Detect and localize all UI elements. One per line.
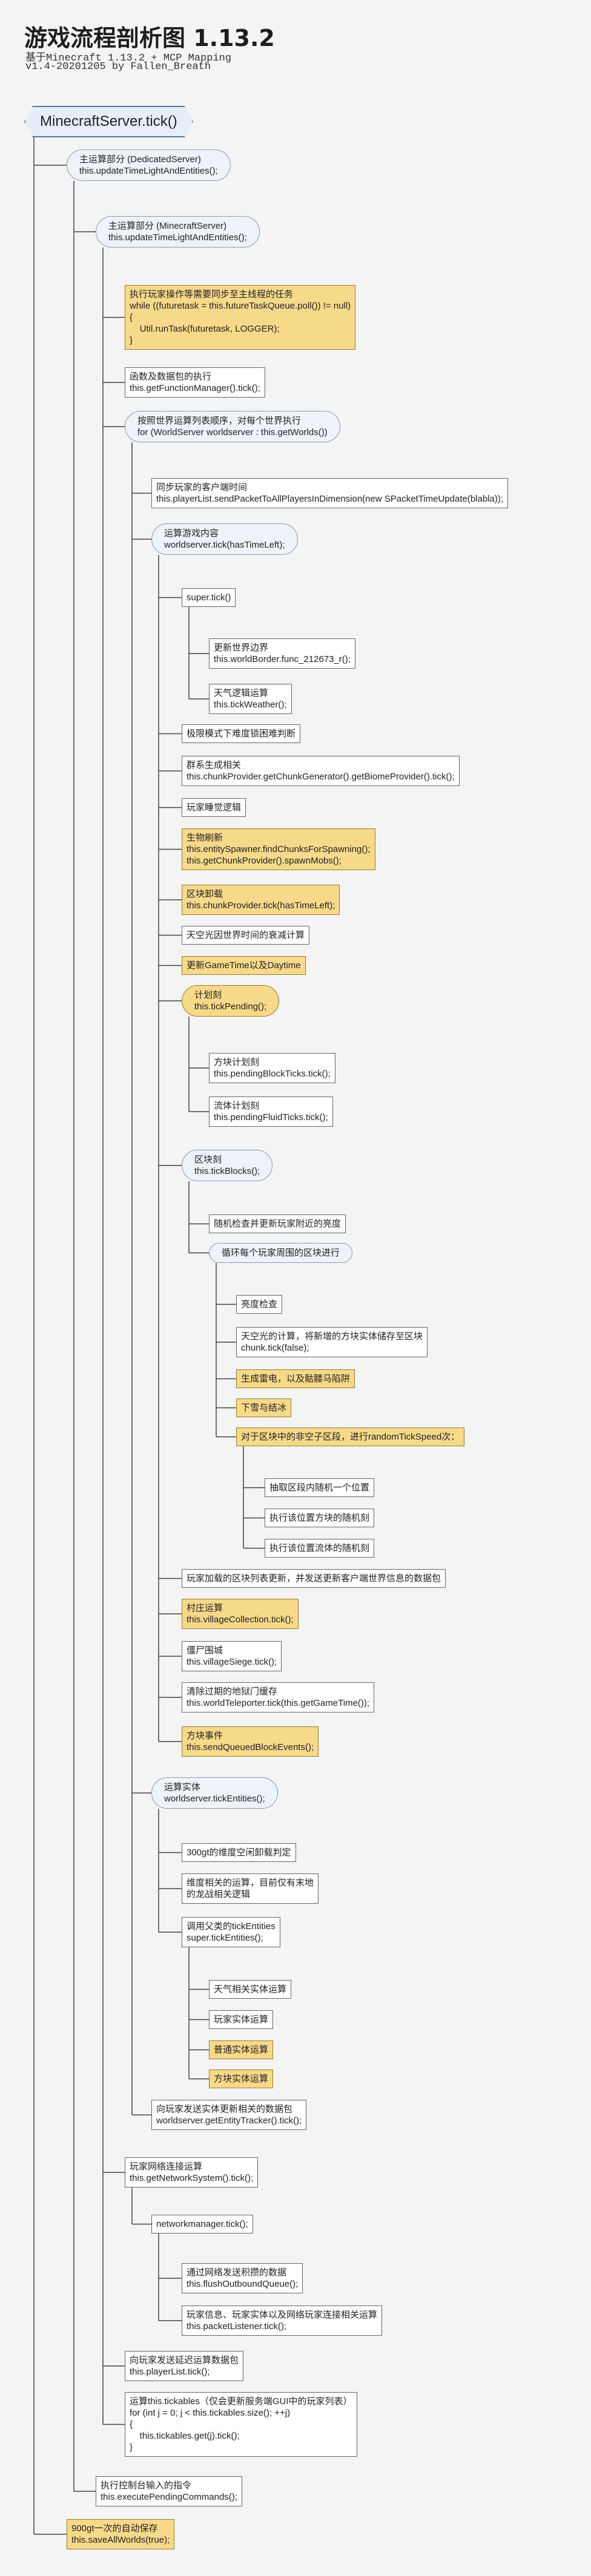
node-world-teleporter-tick: 清除过期的地狱门缓存 this.worldTeleporter.tick(thi… — [182, 1682, 375, 1712]
node-chunk-tick: 天空光的计算，将新增的方块实体储存至区块 chunk.tick(false); — [236, 1327, 428, 1357]
page-subtitle-version: v1.4-20201205 by Fallen_Breath — [25, 61, 211, 73]
node-time-update-packet: 同步玩家的客户端时间 this.playerList.sendPacketToA… — [151, 478, 509, 508]
node-lightning-skeleton-trap: 生成雷电，以及骷髅马陷阱 — [236, 1369, 355, 1388]
node-chunk-unload: 区块卸载 this.chunkProvider.tick(hasTimeLeft… — [182, 885, 340, 915]
node-tickables-loop: 运算this.tickables（仅会更新服务端GUI中的玩家列表） for (… — [125, 2392, 357, 2457]
node-worldserver-tick: 运算游戏内容 worldserver.tick(hasTimeLeft); — [151, 523, 298, 555]
node-tick-entities: 运算实体 worldserver.tickEntities(); — [151, 1777, 278, 1809]
node-player-list-tick: 向玩家发送延迟运算数据包 this.playerList.tick(); — [125, 2351, 244, 2381]
node-light-check: 亮度检查 — [236, 1295, 283, 1314]
node-minecraftserver-update: 主运算部分 (MinecraftServer) this.updateTimeL… — [96, 216, 260, 247]
node-snow-ice: 下雪与结冰 — [236, 1398, 292, 1417]
node-autosave-900gt: 900gt一次的自动保存 this.saveAllWorlds(true); — [67, 2519, 175, 2549]
node-for-each-world: 按照世界运算列表顺序，对每个世界执行 for (WorldServer worl… — [125, 411, 340, 442]
node-player-chunk-map-update: 玩家加载的区块列表更新，并发送更新客户端世界信息的数据包 — [182, 1569, 446, 1588]
node-biome-provider-tick: 群系生成相关 this.chunkProvider.getChunkGenera… — [182, 756, 460, 786]
node-player-sleep: 玩家睡觉逻辑 — [182, 798, 246, 817]
node-execute-pending-commands: 执行控制台输入的指令 this.executePendingCommands()… — [96, 2476, 242, 2506]
node-pending-fluid-ticks: 流体计划刻 this.pendingFluidTicks.tick(); — [209, 1096, 333, 1127]
node-future-task-queue: 执行玩家操作等需要同步至主线程的任务 while ((futuretask = … — [125, 285, 356, 350]
node-gametime-daytime: 更新GameTime以及Daytime — [182, 956, 306, 975]
page-title: 游戏流程剖析图 1.13.2 — [24, 25, 275, 51]
node-networkmanager-tick: networkmanager.tick(); — [151, 2215, 253, 2234]
node-packet-listener-tick: 玩家信息、玩家实体以及网络玩家连接相关运算 this.packetListene… — [182, 2306, 383, 2336]
node-tile-entities: 方块实体运算 — [209, 2070, 274, 2088]
node-tick-pending: 计划刻 this.tickPending(); — [182, 985, 280, 1017]
node-world-border-update: 更新世界边界 this.worldBorder.func_212673_r(); — [209, 638, 355, 669]
node-fluid-random-tick: 执行该位置流体的随机刻 — [265, 1539, 375, 1558]
node-loop-player-chunks: 循环每个玩家周围的区块进行 — [209, 1243, 353, 1263]
node-queued-block-events: 方块事件 this.sendQueuedBlockEvents(); — [182, 1726, 319, 1757]
node-network-system-tick: 玩家网络连接运算 this.getNetworkSystem().tick(); — [125, 2157, 259, 2188]
node-super-tick-entities: 调用父类的tickEntities super.tickEntities(); — [182, 1917, 280, 1947]
node-normal-entities: 普通实体运算 — [209, 2040, 274, 2059]
node-random-tick-speed: 对于区块中的非空子区段，进行randomTickSpeed次： — [236, 1427, 465, 1446]
root-node-minecraftserver-tick: MinecraftServer.tick() — [24, 106, 193, 137]
node-super-tick: super.tick() — [182, 588, 236, 607]
node-player-entities: 玩家实体运算 — [209, 2010, 274, 2029]
node-tick-blocks: 区块刻 this.tickBlocks(); — [182, 1150, 273, 1181]
node-entity-tracker-tick: 向玩家发送实体更新相关的数据包 worldserver.getEntityTra… — [151, 2100, 307, 2130]
node-skylight-decay: 天空光因世界时间的衰减计算 — [182, 926, 310, 945]
node-function-manager-tick: 函数及数据包的执行 this.getFunctionManager().tick… — [125, 367, 265, 398]
node-light-check-near-players: 随机检查并更新玩家附近的亮度 — [209, 1214, 346, 1233]
node-weather-entities: 天气相关实体运算 — [209, 1980, 292, 1999]
node-weather-tick: 天气逻辑运算 this.tickWeather(); — [209, 684, 292, 714]
node-village-siege-tick: 僵尸围城 this.villageSiege.tick(); — [182, 1641, 282, 1671]
node-idle-unload-300gt: 300gt的维度空闲卸载判定 — [182, 1843, 296, 1862]
node-dimension-dragon-fight: 维度相关的运算，目前仅有末地 的龙战相关逻辑 — [182, 1873, 319, 1904]
node-dedicated-server-update: 主运算部分 (DedicatedServer) this.updateTimeL… — [67, 149, 231, 181]
node-pick-random-position: 抽取区段内随机一个位置 — [265, 1478, 375, 1497]
node-mob-spawning: 生物刷新 this.entitySpawner.findChunksForSpa… — [182, 828, 375, 870]
node-flush-outbound-queue: 通过网络发送积攒的数据 this.flushOutboundQueue(); — [182, 2263, 303, 2293]
node-block-random-tick: 执行该位置方块的随机刻 — [265, 1509, 375, 1527]
node-hardcore-difficulty: 极限模式下难度锁困难判断 — [182, 724, 301, 743]
node-pending-block-ticks: 方块计划刻 this.pendingBlockTicks.tick(); — [209, 1053, 335, 1083]
page-subtitle-base: 基于Minecraft 1.13.2 + MCP Mapping — [25, 53, 232, 64]
node-village-collection-tick: 村庄运算 this.villageCollection.tick(); — [182, 1599, 299, 1629]
